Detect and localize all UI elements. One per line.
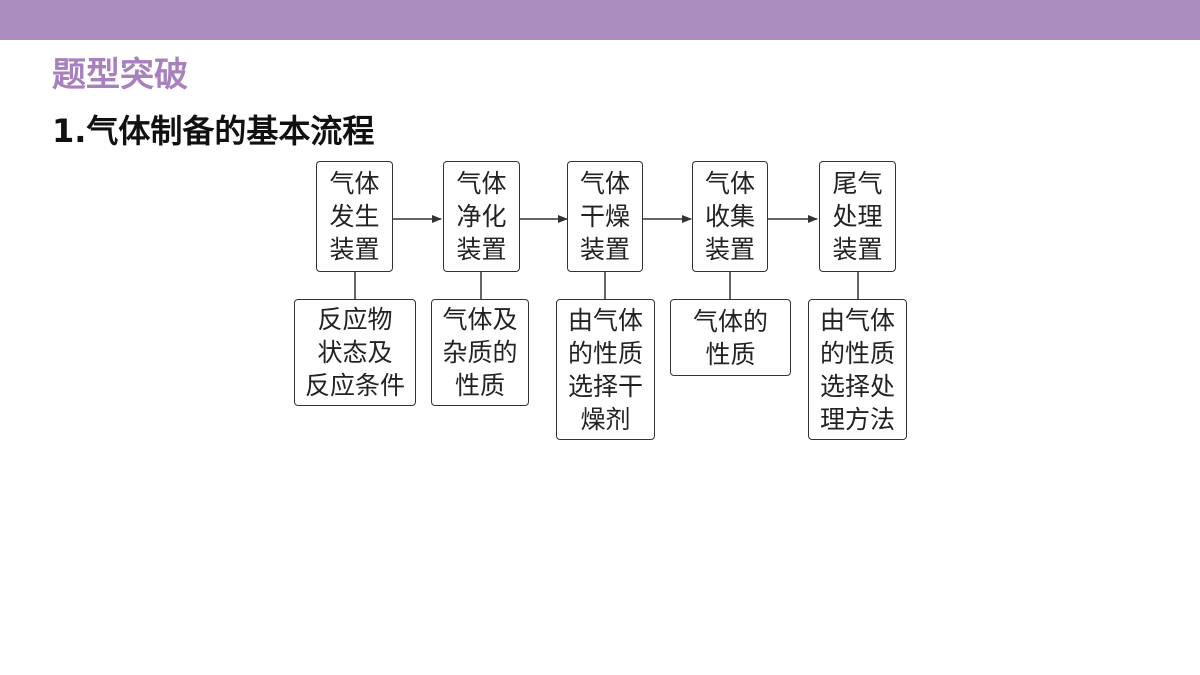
step-box-collection: 气体 收集 装置	[692, 161, 768, 272]
step-label: 尾气 处理 装置	[832, 169, 883, 264]
detail-text: 由气体 的性质 选择干 燥剂	[567, 305, 643, 434]
detail-box-purification: 气体及 杂质的 性质	[431, 299, 529, 406]
page-title: 1.气体制备的基本流程	[52, 112, 375, 150]
step-label: 气体 净化 装置	[456, 169, 507, 264]
step-box-drying: 气体 干燥 装置	[567, 161, 643, 272]
detail-box-drying: 由气体 的性质 选择干 燥剂	[556, 299, 655, 440]
step-label: 气体 干燥 装置	[579, 169, 630, 264]
top-banner	[0, 0, 1200, 40]
detail-text: 气体及 杂质的 性质	[442, 305, 518, 400]
detail-text: 气体的 性质	[692, 306, 768, 369]
step-box-generation: 气体 发生 装置	[316, 161, 393, 272]
section-title: 题型突破	[52, 55, 188, 95]
detail-box-generation: 反应物 状态及 反应条件	[294, 299, 416, 406]
detail-box-collection: 气体的 性质	[670, 299, 791, 376]
detail-text: 反应物 状态及 反应条件	[304, 305, 405, 400]
detail-text: 由气体 的性质 选择处 理方法	[819, 305, 895, 434]
step-label: 气体 发生 装置	[329, 169, 380, 264]
step-label: 气体 收集 装置	[704, 169, 755, 264]
detail-box-tail-gas: 由气体 的性质 选择处 理方法	[808, 299, 907, 440]
step-box-tail-gas: 尾气 处理 装置	[819, 161, 896, 272]
step-box-purification: 气体 净化 装置	[443, 161, 520, 272]
